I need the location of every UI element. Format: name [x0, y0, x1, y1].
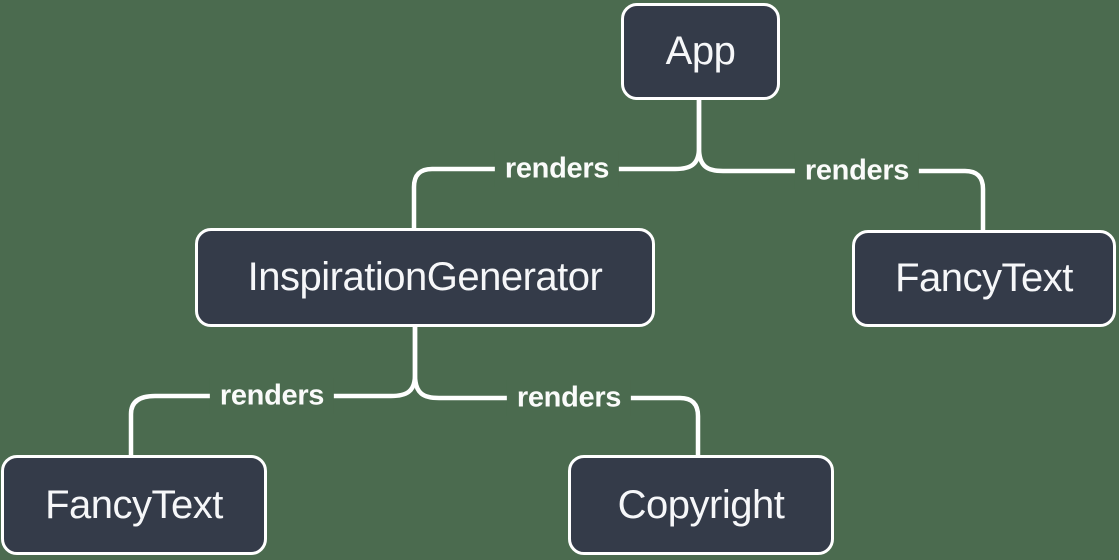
edge-label-renders-inspirationgenerator-copyright: renders — [506, 379, 632, 417]
node-copyright: Copyright — [568, 455, 834, 555]
node-app: App — [621, 3, 780, 100]
node-inspiration-generator: InspirationGenerator — [195, 228, 655, 327]
node-fancy-text-bottom: FancyText — [1, 455, 267, 555]
edge-label-renders-inspirationgenerator-fancytext: renders — [209, 377, 335, 415]
edge-label-renders-app-fancytext: renders — [794, 152, 920, 190]
edge-label-renders-app-inspirationgenerator: renders — [494, 150, 620, 188]
node-fancy-text-top: FancyText — [852, 230, 1116, 327]
